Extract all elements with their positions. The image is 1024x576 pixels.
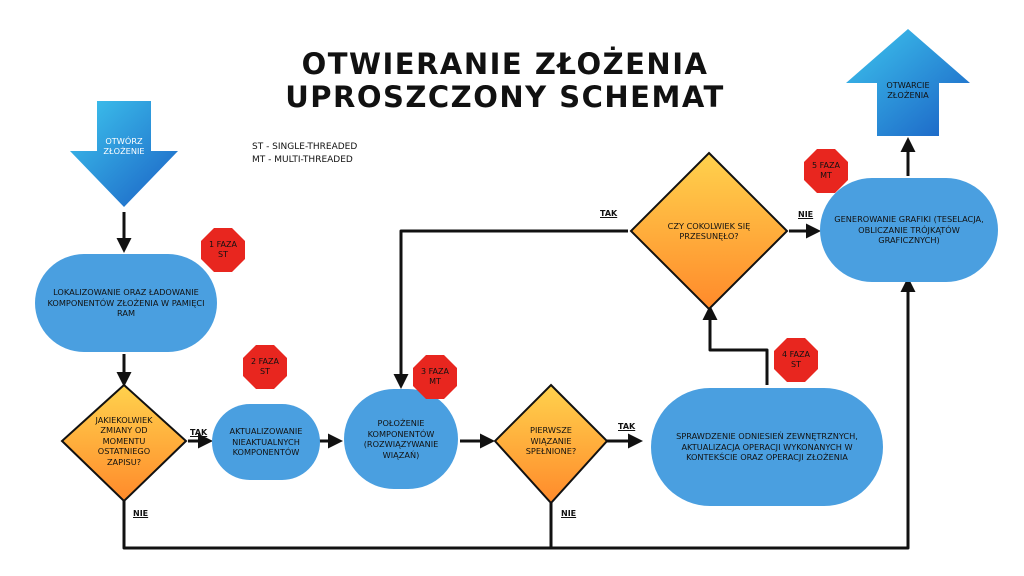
page-title: OTWIERANIE ZŁOŻENIA UPROSZCZONY SCHEMAT [200, 48, 810, 114]
legend-st: ST - SINGLE-THREADED [252, 142, 358, 152]
octagon-stop-icon [413, 355, 457, 399]
start-arrow-shape [70, 101, 178, 207]
end-arrow-shape [846, 29, 970, 136]
moved-no-label: NIE [798, 210, 814, 219]
octagon-stop-icon [201, 228, 245, 272]
octagon-stop-icon [804, 149, 848, 193]
update-box[interactable] [212, 404, 320, 480]
phase-4-badge: 4 FAZA ST [774, 350, 818, 370]
position-box[interactable] [344, 389, 458, 489]
first-bind-diamond[interactable] [493, 383, 609, 505]
phase-1-badge: 1 FAZA ST [201, 240, 245, 260]
arrowhead-icon [122, 277, 916, 550]
changes-label: JAKIEKOLWIEK ZMIANY OD MOMENTU OSTATNIEG… [95, 414, 153, 467]
phase-3-label: 3 FAZA [421, 367, 449, 376]
graphics-label: GENEROWANIE GRAFIKI (TESELACJA, OBLICZAN… [834, 214, 984, 246]
phase-1-mode: ST [218, 250, 228, 259]
load-label: LOKALIZOWANIE ORAZ ŁADOWANIE KOMPONENTÓW… [47, 287, 205, 319]
phase-2-mode: ST [260, 367, 270, 376]
phase-2-badge: 2 FAZA ST [243, 357, 287, 377]
load-box[interactable] [35, 254, 217, 352]
title-line-1: OTWIERANIE ZŁOŻENIA [301, 47, 709, 81]
start-label: OTWÓRZ ZŁOŻENIE [103, 135, 145, 157]
first-bind-label: PIERWSZE WIĄZANIE SPEŁNIONE? [525, 425, 577, 457]
connectors [116, 137, 916, 550]
graphics-box[interactable] [820, 178, 998, 282]
phase-5-label: 5 FAZA [812, 161, 840, 170]
phase-4-label: 4 FAZA [782, 350, 810, 359]
phase-2-label: 2 FAZA [251, 357, 279, 366]
phase-5-mode: MT [820, 171, 832, 180]
end-label: OTWARCIE ZŁOŻENIA [886, 79, 930, 101]
octagon-stop-icon [243, 345, 287, 389]
update-label: AKTUALIZOWANIE NIEAKTUALNYCH KOMPONENTÓW [229, 426, 303, 458]
phase-3-badge: 3 FAZA MT [413, 367, 457, 387]
octagon-stop-icon [774, 338, 818, 382]
changes-yes-label: TAK [190, 428, 208, 437]
phase-5-badge: 5 FAZA MT [804, 161, 848, 181]
phase-3-mode: MT [429, 377, 441, 386]
position-label: POŁOŻENIE KOMPONENTÓW (ROZWIĄZYWANIE WIĄ… [363, 418, 439, 460]
moved-label: CZY COKOLWIEK SIĘ PRZESUNĘŁO? [667, 220, 751, 242]
legend-mt: MT - MULTI-THREADED [252, 155, 353, 165]
moved-yes-label: TAK [600, 209, 618, 218]
phase-4-mode: ST [791, 360, 801, 369]
changes-no-label: NIE [133, 509, 149, 518]
first-no-label: NIE [561, 509, 577, 518]
moved-diamond[interactable] [629, 151, 789, 311]
arrowhead-icon [702, 305, 769, 385]
phase-1-label: 1 FAZA [209, 240, 237, 249]
first-yes-label: TAK [618, 422, 636, 431]
arrowhead-icon [393, 229, 628, 389]
legend: ST - SINGLE-THREADED MT - MULTI-THREADED [252, 141, 357, 167]
title-line-2: UPROSZCZONY SCHEMAT [285, 80, 725, 114]
check-refs-box[interactable] [651, 388, 883, 506]
check-refs-label: SPRAWDZENIE ODNIESIEŃ ZEWNĘTRZNYCH, AKTU… [676, 431, 858, 463]
changes-diamond[interactable] [60, 383, 188, 503]
